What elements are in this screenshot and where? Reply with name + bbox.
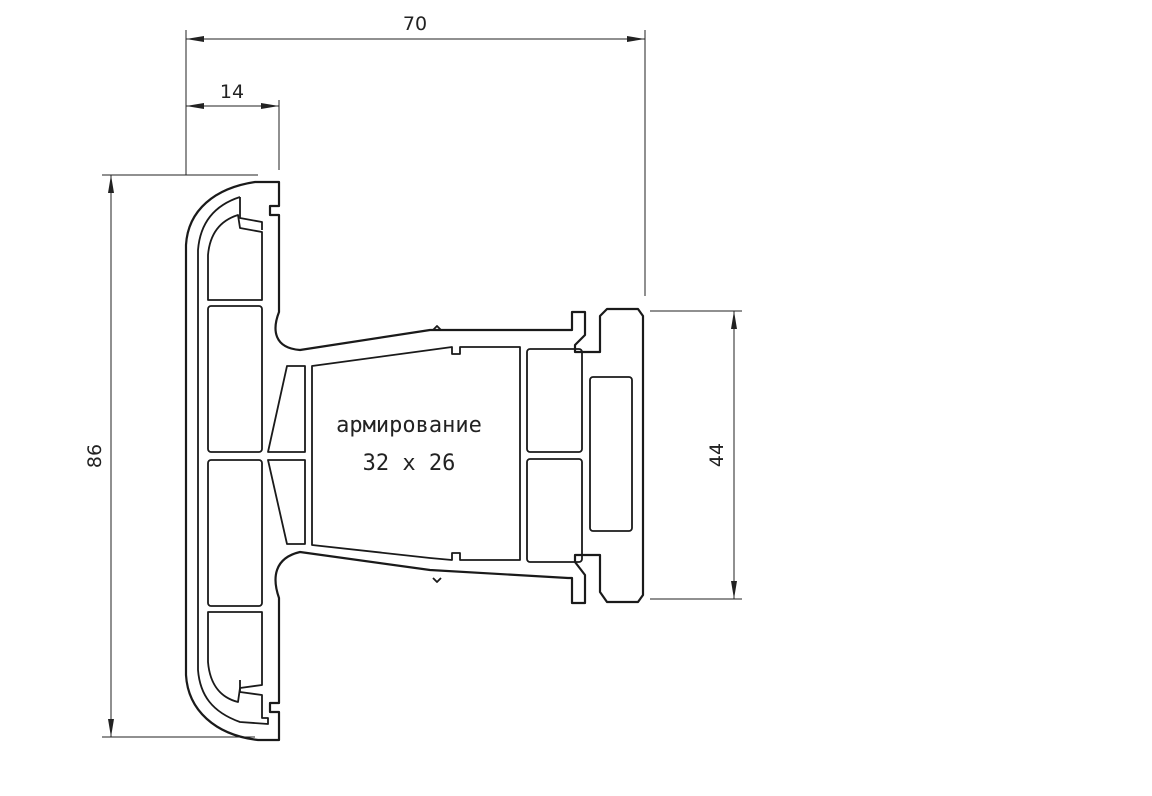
dimension-overall-width: 70	[185, 13, 646, 296]
dimension-flange-width: 14	[186, 81, 280, 170]
flange-chamber-upper	[207, 305, 263, 453]
reinforcement-chamber	[311, 346, 521, 561]
reinforcement-label: армирование	[336, 413, 482, 438]
right-chamber-upper	[526, 348, 583, 453]
web-chamber-lower	[267, 459, 306, 545]
dimension-label-mullion-height: 44	[706, 443, 728, 467]
dimension-overall-height: 86	[84, 174, 258, 738]
dimension-mullion-height: 44	[650, 310, 742, 600]
flange-chamber-lower	[207, 459, 263, 607]
web-chamber-upper	[267, 365, 306, 453]
nose-chamber	[589, 376, 633, 532]
dimension-label-overall-width: 70	[403, 13, 427, 35]
dimension-label-overall-height: 86	[84, 444, 106, 468]
dimension-label-flange-width: 14	[220, 81, 244, 103]
reinforcement-size-label: 32 х 26	[363, 451, 456, 476]
profile-outline	[184, 180, 645, 742]
right-chamber-lower	[526, 458, 583, 563]
